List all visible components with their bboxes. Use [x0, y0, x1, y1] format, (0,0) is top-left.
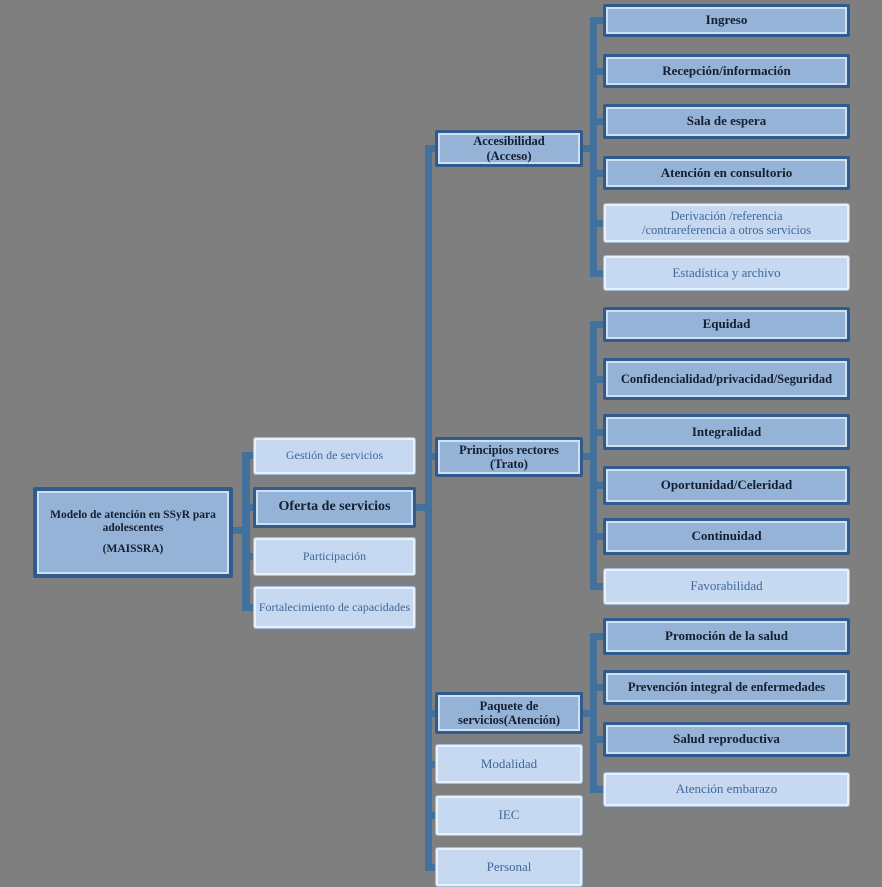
node-label: Principios rectores [459, 442, 559, 457]
node-salud-reproductiva: Salud reproductiva [603, 722, 850, 757]
node-label: Atención embarazo [675, 781, 778, 797]
connector-acceso-child-stub [590, 170, 603, 177]
node-sublabel: /contrareferencia a otros servicios [641, 223, 811, 237]
connector-l2-stub [242, 452, 253, 459]
node-label: Modalidad [480, 755, 538, 771]
connector-acceso-child-stub [590, 17, 603, 24]
connector-l3-stub [425, 453, 435, 460]
node-sublabel: (Acceso) [486, 148, 532, 163]
node-label: Modelo de atención en SSyR para adolesce… [50, 509, 216, 535]
connector-trato-child-stub [590, 533, 603, 540]
connector-acceso-child-stub [590, 118, 603, 125]
node-confidencialidad-privacidad-seguridad: Confidencialidad/privacidad/Seguridad [603, 358, 850, 400]
connector-atencion-child-stub [590, 786, 603, 793]
node-label: Favorabilidad [690, 578, 763, 594]
connector-acceso-child-stub [590, 68, 603, 75]
connector-l3-stub [425, 710, 435, 717]
node-label: Oportunidad/Celeridad [660, 477, 793, 493]
node-oportunidad-celeridad: Oportunidad/Celeridad [603, 466, 850, 505]
node-label: Paquete de [479, 698, 539, 713]
connector-l2-spine [242, 452, 250, 611]
node-label: Personal [486, 858, 532, 874]
node-label: Confidencialidad/privacidad/Seguridad [620, 371, 833, 386]
node-sublabel: (MAISSRA) [102, 542, 164, 555]
connector-acceso-spine [590, 17, 597, 277]
node-label: Promoción de la salud [665, 628, 788, 644]
node-oferta-de-servicios: Oferta de servicios [253, 487, 416, 528]
node-label: Derivación /referencia [670, 208, 783, 223]
connector-trato-child-stub [590, 583, 603, 590]
node-label: Ingreso [705, 12, 748, 28]
node-participacion: Participación [253, 537, 416, 576]
connector-l3-stub [425, 761, 435, 768]
node-sala-de-espera: Sala de espera [603, 104, 850, 139]
node-label: IEC [498, 807, 520, 823]
node-label: Accesibilidad [473, 134, 545, 149]
connector-atencion-child-stub [590, 633, 603, 640]
node-label: Recepción/información [662, 62, 791, 78]
node-label: Participación [302, 548, 367, 563]
node-label: Integralidad [691, 423, 762, 439]
connector-l3-stub [425, 812, 435, 819]
node-principios-rectores-trato: Principios rectores (Trato) [435, 437, 583, 477]
node-atencion-en-consultorio: Atención en consultorio [603, 156, 850, 190]
node-label: Sala de espera [686, 113, 767, 129]
connector-l2-stub [242, 553, 253, 560]
connector-l2-stub [242, 504, 253, 511]
connector-trato-spine [590, 321, 597, 590]
connector-atencion-child-stub [590, 684, 603, 691]
node-atencion-embarazo: Atención embarazo [603, 772, 850, 807]
connector-l2-stub [242, 604, 253, 611]
node-sublabel: (Trato) [490, 457, 528, 471]
connector-l3-spine [425, 145, 432, 871]
connector-oferta-stub [416, 504, 429, 511]
connector-acceso-child-stub [590, 270, 603, 277]
node-accesibilidad-acceso: Accesibilidad (Acceso) [435, 130, 583, 167]
node-recepcion-informacion: Recepción/información [603, 54, 850, 88]
node-label: Continuidad [691, 528, 762, 544]
node-equidad: Equidad [603, 307, 850, 342]
node-paquete-de-servicios-atencion: Paquete de servicios(Atención) [435, 692, 583, 734]
node-prevencion-integral-de-enfermedades: Prevención integral de enfermedades [603, 670, 850, 705]
connector-atencion-spine [590, 633, 597, 793]
node-personal: Personal [435, 847, 583, 887]
node-root-maissra: Modelo de atención en SSyR para adolesce… [33, 487, 233, 578]
node-sublabel: servicios(Atención) [457, 713, 561, 727]
connector-root-stub [233, 527, 243, 534]
node-gestion-de-servicios: Gestión de servicios [253, 437, 416, 475]
node-integralidad: Integralidad [603, 414, 850, 450]
node-favorabilidad: Favorabilidad [603, 568, 850, 605]
node-fortalecimiento-de-capacidades: Fortalecimiento de capacidades [253, 586, 416, 629]
connector-trato-child-stub [590, 321, 603, 328]
node-iec: IEC [435, 795, 583, 836]
connector-acceso-child-stub [590, 220, 603, 227]
node-label: Fortalecimiento de capacidades [258, 599, 411, 614]
connector-trato-child-stub [590, 429, 603, 436]
node-label: Oferta de servicios [278, 499, 391, 515]
node-label: Salud reproductiva [673, 731, 780, 747]
connector-l3-stub [425, 864, 435, 871]
connector-l3-stub [425, 145, 435, 152]
node-derivacion-referencia-contrareferencia: Derivación /referencia /contrareferencia… [603, 203, 850, 243]
node-promocion-de-la-salud: Promoción de la salud [603, 618, 850, 655]
node-modalidad: Modalidad [435, 744, 583, 784]
node-continuidad: Continuidad [603, 518, 850, 555]
node-label: Equidad [702, 316, 751, 332]
connector-trato-child-stub [590, 482, 603, 489]
connector-trato-child-stub [590, 376, 603, 383]
node-label: Estadística y archivo [672, 264, 781, 280]
node-estadistica-y-archivo: Estadística y archivo [603, 255, 850, 291]
node-ingreso: Ingreso [603, 4, 850, 37]
connector-atencion-child-stub [590, 736, 603, 743]
node-label: Atención en consultorio [660, 164, 793, 180]
node-label: Gestión de servicios [285, 448, 384, 463]
node-label: Prevención integral de enfermedades [627, 680, 826, 695]
